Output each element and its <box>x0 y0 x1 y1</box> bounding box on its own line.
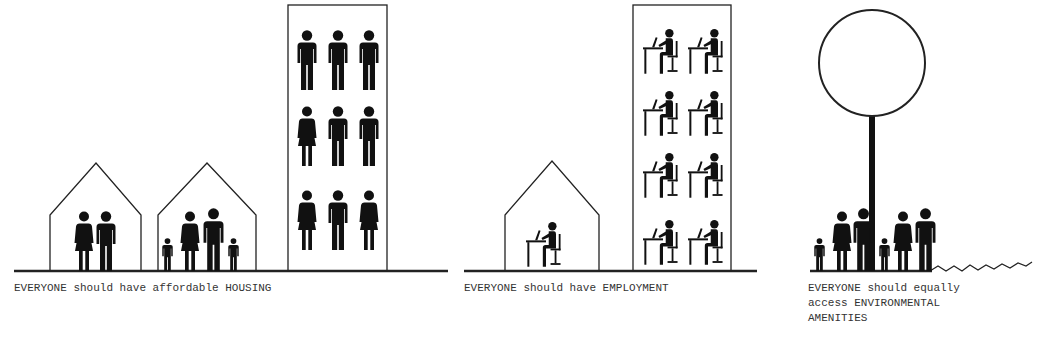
office-building <box>633 5 731 271</box>
man-figure <box>329 106 348 166</box>
desk-worker <box>526 222 561 267</box>
desk-worker <box>643 220 678 265</box>
house-outline <box>50 163 141 271</box>
man-figure <box>854 208 874 271</box>
caption-text: EVERYONE should equally access ENVIRONME… <box>808 281 976 326</box>
child-figure <box>814 238 824 271</box>
child-figure <box>228 238 238 271</box>
man-figure <box>916 208 936 271</box>
man-figure <box>97 211 116 271</box>
man-figure <box>360 30 379 90</box>
woman-figure <box>298 191 317 251</box>
man-figure <box>204 208 224 271</box>
tree-crown <box>819 10 925 116</box>
house-outline <box>158 163 256 271</box>
woman-figure <box>894 212 913 272</box>
man-figure <box>298 30 317 90</box>
woman-figure <box>833 212 852 272</box>
woman-figure <box>181 212 200 272</box>
caption-text: EVERYONE should have EMPLOYMENT <box>464 281 754 296</box>
desk-worker <box>643 29 678 74</box>
caption-text: EVERYONE should have affordable HOUSING <box>14 281 444 296</box>
child-figure <box>879 238 889 271</box>
desk-worker <box>643 91 678 136</box>
desk-worker <box>688 91 723 136</box>
house-outline <box>505 161 599 271</box>
tree-trunk <box>869 113 875 271</box>
desk-worker <box>688 220 723 265</box>
child-figure <box>162 238 172 271</box>
desk-worker <box>688 153 723 198</box>
woman-figure <box>75 212 94 272</box>
ground-edge <box>930 262 1032 271</box>
apartment-building <box>288 5 387 271</box>
man-figure <box>329 30 348 90</box>
desk-worker <box>643 153 678 198</box>
woman-figure <box>298 107 317 167</box>
woman-figure <box>360 191 379 251</box>
man-figure <box>360 106 379 166</box>
man-figure <box>329 190 348 250</box>
desk-worker <box>688 29 723 74</box>
